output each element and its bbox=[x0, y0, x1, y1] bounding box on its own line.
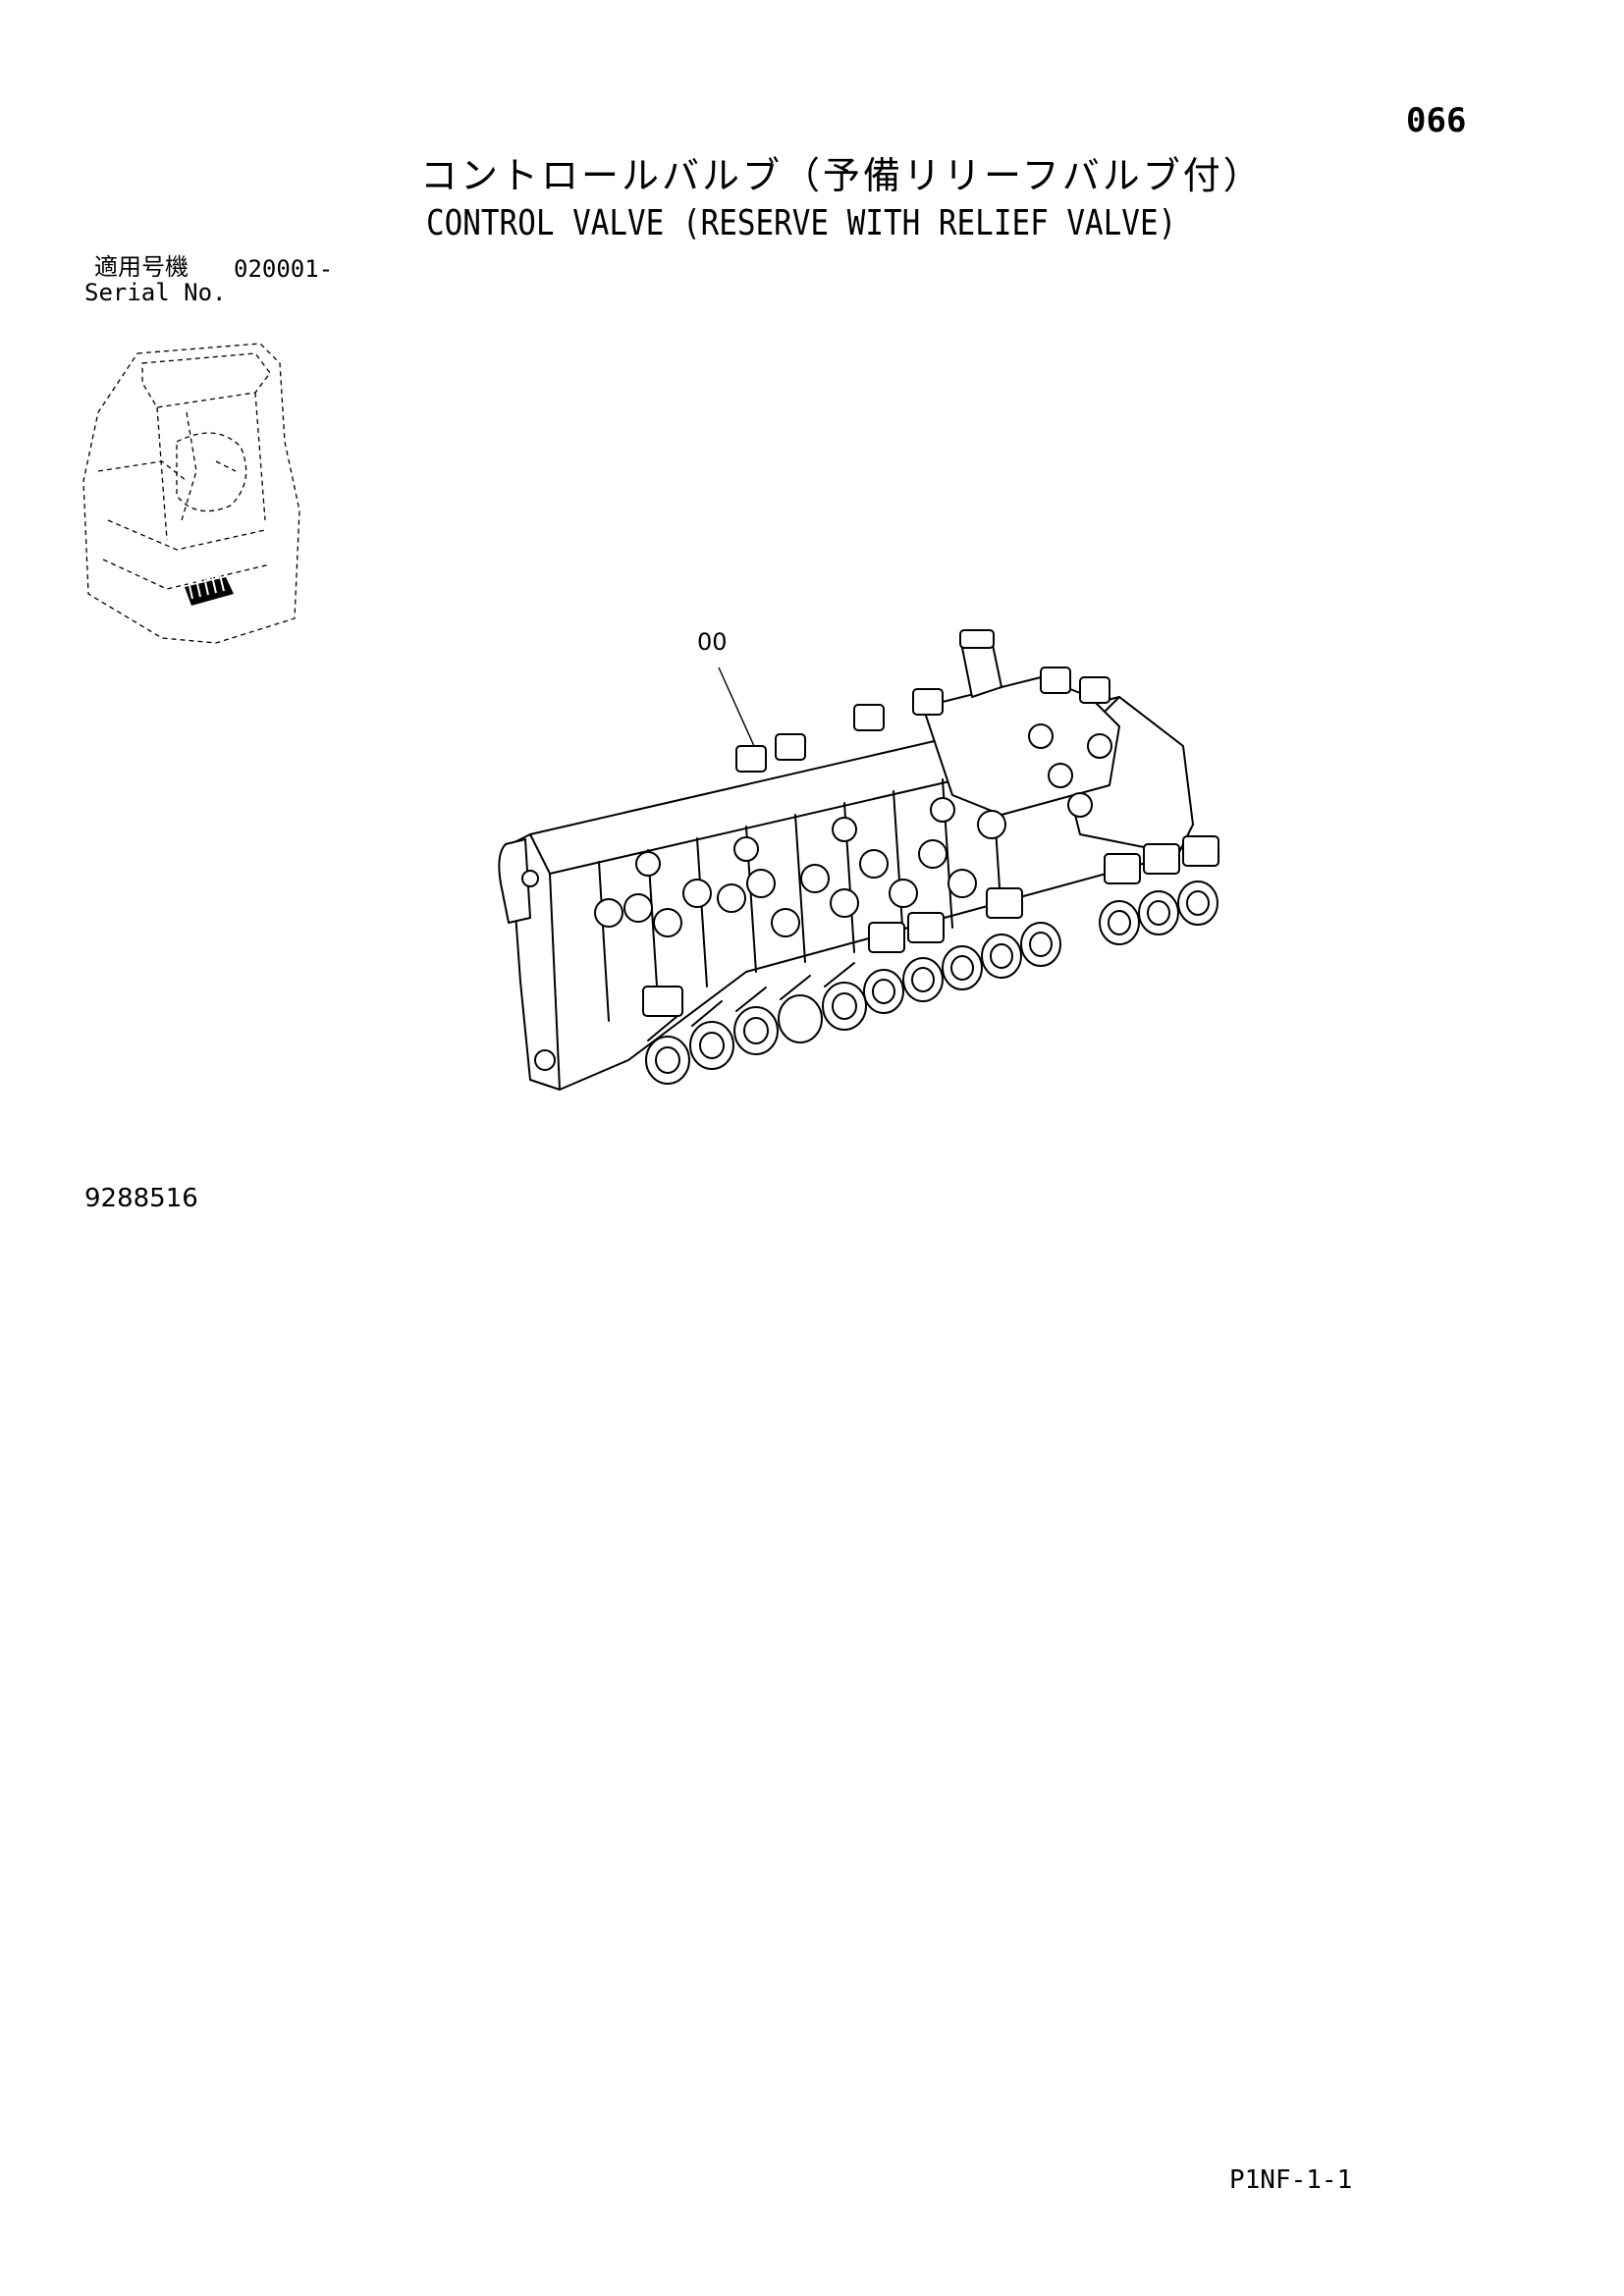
serial-label-japanese: 適用号機 bbox=[94, 253, 189, 281]
part-number: 9288516 bbox=[84, 1184, 198, 1213]
spool-caps bbox=[645, 881, 1218, 1085]
control-valve-drawing bbox=[498, 629, 1219, 1091]
valve-location-marker bbox=[185, 574, 234, 606]
page-number: 066 bbox=[1406, 101, 1467, 140]
serial-label-english: Serial No. bbox=[84, 279, 227, 306]
valve-fittings bbox=[642, 667, 1219, 1017]
callout-leader bbox=[718, 667, 762, 755]
title-japanese: コントロールバルブ（予備リリーフバルブ付） bbox=[420, 154, 1264, 197]
machine-location-icon bbox=[82, 343, 300, 644]
page-code: P1NF-1-1 bbox=[1229, 2165, 1353, 2195]
callout-label: 00 bbox=[697, 628, 728, 656]
end-cap bbox=[498, 838, 531, 924]
valve-ports bbox=[594, 723, 1112, 937]
title-english: CONTROL VALVE (RESERVE WITH RELIEF VALVE… bbox=[426, 203, 1177, 243]
serial-value: 020001- bbox=[234, 255, 334, 283]
